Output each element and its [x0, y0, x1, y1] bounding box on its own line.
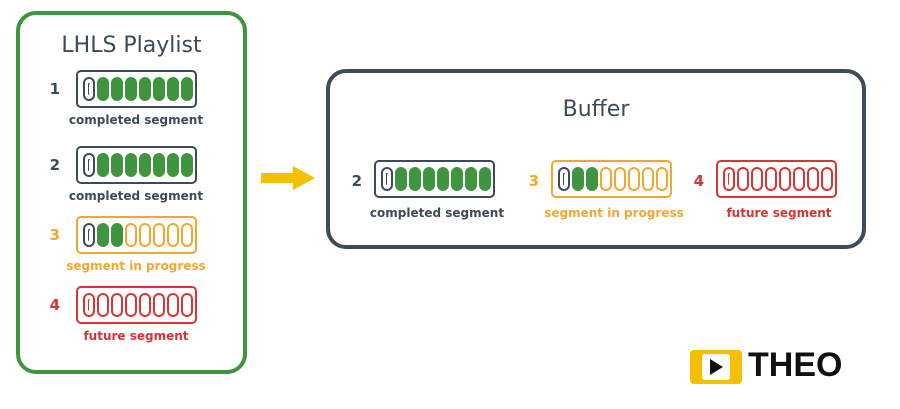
segment-marker [563, 173, 565, 185]
segment-chunk-filled [586, 167, 598, 191]
segment-chunk-filled [572, 167, 584, 191]
playlist-segment-number: 1 [49, 80, 60, 98]
segment-chunk-empty [614, 167, 626, 191]
segment-chunk-empty [737, 167, 749, 191]
segment-chunk-empty [125, 223, 137, 247]
playlist-segment-bar [76, 216, 197, 254]
playlist-segment-bar [76, 70, 197, 108]
playlist-segment-number: 2 [49, 156, 60, 174]
buffer-segment-number: 3 [528, 172, 539, 190]
buffer-segment-caption: completed segment [369, 206, 505, 220]
segment-chunk-empty [821, 167, 833, 191]
segment-chunk-empty [139, 223, 151, 247]
segment-chunk-filled [465, 167, 477, 191]
segment-chunk-empty [139, 293, 151, 317]
arrow-right-icon [261, 166, 315, 190]
segment-chunk-filled [153, 153, 165, 177]
segment-chunk-filled [97, 153, 109, 177]
segment-chunk-filled [111, 153, 123, 177]
segment-chunk-empty [656, 167, 668, 191]
segment-chunk-filled [111, 223, 123, 247]
segment-chunk-filled [181, 77, 193, 101]
segment-chunk-filled [167, 153, 179, 177]
buffer-segment-caption: segment in progress [544, 206, 684, 220]
buffer-panel: Buffer [326, 69, 866, 249]
segment-chunk-empty [111, 293, 123, 317]
theo-logo-icon [690, 350, 742, 384]
segment-marker [88, 299, 90, 311]
buffer-title: Buffer [562, 97, 630, 122]
playlist-title: LHLS Playlist [61, 33, 202, 58]
segment-chunk-empty [83, 293, 95, 317]
segment-chunk-empty [723, 167, 735, 191]
theo-logo-text: THEO [748, 346, 843, 384]
segment-chunk-filled [139, 153, 151, 177]
segment-chunk-empty [751, 167, 763, 191]
segment-chunk-filled [479, 167, 491, 191]
segment-chunk-empty [125, 293, 137, 317]
segment-chunk-filled [409, 167, 421, 191]
segment-chunk-empty [181, 293, 193, 317]
segment-chunk-filled [125, 153, 137, 177]
playlist-segment-bar [76, 146, 197, 184]
segment-chunk-empty [793, 167, 805, 191]
segment-chunk-empty [765, 167, 777, 191]
playlist-segment-number: 4 [49, 296, 60, 314]
segment-chunk-empty [181, 223, 193, 247]
buffer-segment-number: 2 [351, 172, 362, 190]
playlist-segment-caption: completed segment [68, 189, 204, 203]
segment-marker [88, 159, 90, 171]
buffer-segment-bar [374, 160, 495, 198]
segment-chunk-filled [181, 153, 193, 177]
segment-chunk-filled [97, 77, 109, 101]
segment-chunk-filled [153, 77, 165, 101]
buffer-segment-bar [716, 160, 837, 198]
segment-chunk-filled [381, 167, 393, 191]
playlist-segment-number: 3 [49, 226, 60, 244]
segment-chunk-filled [83, 223, 95, 247]
segment-chunk-filled [395, 167, 407, 191]
playlist-segment-caption: completed segment [68, 113, 204, 127]
segment-chunk-empty [628, 167, 640, 191]
segment-chunk-filled [139, 77, 151, 101]
segment-chunk-filled [451, 167, 463, 191]
segment-chunk-filled [111, 77, 123, 101]
segment-chunk-empty [807, 167, 819, 191]
segment-chunk-empty [153, 293, 165, 317]
segment-chunk-filled [558, 167, 570, 191]
segment-chunk-filled [167, 77, 179, 101]
segment-chunk-empty [600, 167, 612, 191]
buffer-segment-bar [551, 160, 672, 198]
segment-chunk-filled [437, 167, 449, 191]
segment-chunk-empty [97, 293, 109, 317]
playlist-segment-caption: future segment [83, 329, 189, 343]
segment-chunk-empty [167, 223, 179, 247]
segment-chunk-empty [779, 167, 791, 191]
segment-chunk-filled [97, 223, 109, 247]
playlist-segment-caption: segment in progress [66, 259, 206, 273]
segment-chunk-empty [642, 167, 654, 191]
segment-chunk-empty [153, 223, 165, 247]
segment-chunk-empty [167, 293, 179, 317]
segment-chunk-filled [423, 167, 435, 191]
segment-chunk-filled [83, 153, 95, 177]
buffer-segment-caption: future segment [726, 206, 832, 220]
segment-chunk-filled [125, 77, 137, 101]
segment-chunk-filled [83, 77, 95, 101]
segment-marker [88, 83, 90, 95]
segment-marker [386, 173, 388, 185]
segment-marker [728, 173, 730, 185]
playlist-segment-bar [76, 286, 197, 324]
buffer-segment-number: 4 [693, 172, 704, 190]
segment-marker [88, 229, 90, 241]
playlist-panel: LHLS Playlist [16, 11, 247, 374]
